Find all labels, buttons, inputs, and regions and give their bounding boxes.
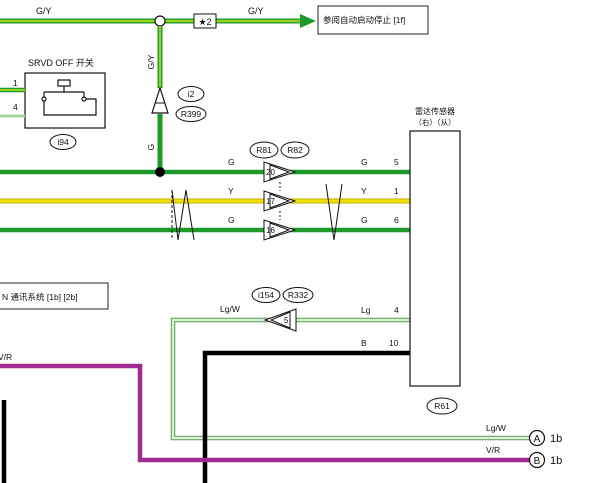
wire-label-g2-left: G	[228, 215, 235, 225]
sensor-pin-4: 4	[394, 305, 399, 315]
connector-i154-symbol	[263, 308, 297, 332]
radar-sensor-title: 雷达传感器	[415, 106, 455, 116]
terminal-b-letter: B	[534, 456, 541, 467]
can-reference-box	[0, 282, 109, 310]
sensor-pin-5: 5	[394, 157, 399, 167]
reference-text: 参阅自动启动停止 [1f]	[323, 15, 405, 25]
splice-top	[154, 15, 166, 27]
connector-r332-oval	[282, 287, 314, 303]
connector-i2-symbol	[151, 86, 169, 114]
inline-connectors	[263, 161, 297, 241]
wire-label-b: B	[361, 338, 367, 348]
connector-r399-label: R399	[181, 109, 202, 119]
terminal-b	[528, 451, 546, 469]
pin-16: 16	[266, 226, 275, 235]
wire-label-lg-right: Lg	[361, 305, 371, 315]
connector-i94-label: i94	[57, 137, 69, 147]
wire-label-g-right: G	[361, 157, 368, 167]
pin-20: 20	[266, 168, 275, 177]
gy-top-wire	[0, 14, 316, 28]
b-wire	[202, 350, 410, 483]
connector-r332-label: R332	[288, 290, 309, 300]
wire-label-gy-top-right: G/Y	[248, 6, 264, 16]
connector-r399-oval	[175, 106, 207, 122]
twisted-pair-marks	[171, 183, 343, 241]
connector-i154-label: i154	[258, 290, 274, 300]
wire-label-y-right: Y	[361, 186, 367, 196]
lgw-wire	[170, 317, 530, 441]
switch-pin-1: 1	[13, 78, 18, 88]
vr-wire	[0, 363, 530, 463]
connector-r61-oval	[426, 397, 458, 415]
connector-r81-oval	[249, 141, 279, 159]
connector-r82-oval	[280, 141, 310, 159]
wire-label-gy-top-left: G/Y	[36, 6, 52, 16]
pin-5-inline: 5	[284, 316, 289, 325]
switch-pin-4: 4	[13, 102, 18, 112]
wire-label-gy-vertical: G/Y	[146, 54, 156, 69]
switch-title: SRVD OFF 开关	[28, 57, 94, 68]
connector-r81-label: R81	[256, 145, 272, 155]
fuse-box	[193, 13, 217, 29]
wire-label-g-vertical: G	[146, 144, 156, 151]
connector-r61-label: R61	[434, 401, 450, 411]
switch-wires	[0, 87, 25, 118]
pin-17: 17	[266, 197, 275, 206]
wire-label-vr-left: V/R	[0, 352, 12, 362]
terminal-a-letter: A	[534, 434, 541, 445]
terminal-a-ref: 1b	[550, 433, 562, 445]
connector-i2-oval	[177, 86, 205, 102]
sensor-pin-10: 10	[389, 338, 399, 348]
splice-node	[155, 167, 165, 177]
connector-r82-label: R82	[287, 145, 303, 155]
can-reference-text: N 通讯系统 [1b] [2b]	[2, 292, 78, 302]
radar-sensor-subtitle: （右）（从）	[414, 117, 455, 127]
wire-label-vr-bottom: V/R	[486, 445, 500, 455]
wire-label-g-left: G	[228, 157, 235, 167]
wire-label-g2-right: G	[361, 215, 368, 225]
switch-symbol	[41, 79, 97, 116]
sensor-pin-1: 1	[394, 186, 399, 196]
wire-label-y-left: Y	[228, 186, 234, 196]
sensor-pin-6: 6	[394, 215, 399, 225]
connector-i154-oval	[251, 287, 281, 303]
radar-sensor-box	[409, 130, 461, 387]
terminal-b-ref: 1b	[550, 455, 562, 467]
connector-i94-oval	[49, 134, 77, 150]
wire-label-lgw-bottom: Lg/W	[486, 423, 506, 433]
fuse-label: ★2	[198, 17, 211, 27]
terminal-a	[528, 429, 546, 447]
connector-i2-label: i2	[188, 89, 195, 99]
reference-box	[317, 5, 429, 35]
wire-label-lgw-left: Lg/W	[220, 304, 240, 314]
